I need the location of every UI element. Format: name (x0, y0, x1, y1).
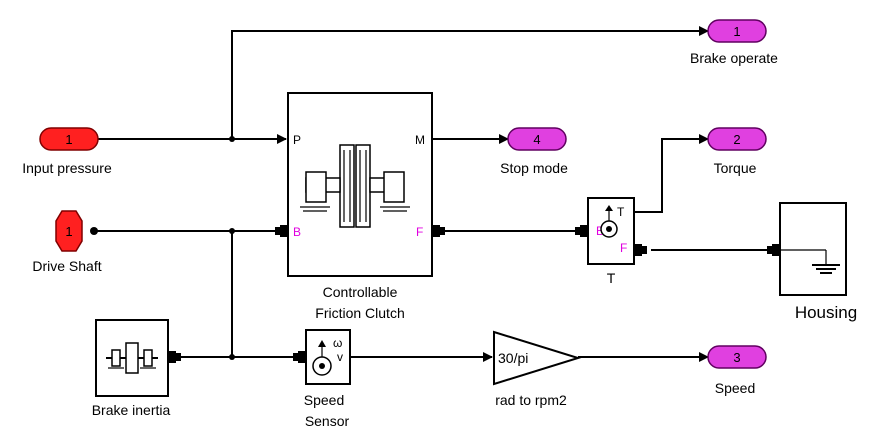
clutch-label-line2: Friction Clutch (315, 305, 404, 321)
inport-label: Drive Shaft (32, 258, 101, 274)
inport-label: Input pressure (22, 160, 112, 176)
clutch-block[interactable]: P M B F Controllable Friction Clutch (275, 92, 445, 321)
wire-to-torque-out[interactable] (634, 134, 709, 213)
outport-stop-mode[interactable]: 4 Stop mode (500, 127, 568, 176)
housing-block[interactable]: Housing (767, 202, 857, 322)
outport-label: Brake operate (690, 50, 778, 66)
clutch-label-line1: Controllable (323, 284, 398, 300)
speed-sensor-port-v-label: v (337, 350, 343, 364)
torque-sensor-label: T (607, 270, 616, 286)
speed-sensor-icon: ω v (312, 336, 343, 376)
brake-inertia-block[interactable]: Brake inertia (92, 319, 181, 418)
inport-oval[interactable] (39, 127, 99, 151)
torque-sensor-port-t-label: T (617, 205, 625, 219)
outport-label: Stop mode (500, 160, 568, 176)
outport-number: 1 (733, 24, 740, 39)
speed-sensor-port-connector[interactable] (293, 351, 306, 363)
outport-oval[interactable] (707, 127, 767, 151)
gain-label: rad to rpm2 (495, 392, 567, 408)
speed-sensor-port-w-label: ω (333, 336, 342, 350)
speed-sensor-box[interactable] (305, 329, 351, 385)
speed-sensor-label-line1: Speed (304, 392, 344, 408)
branch-point (229, 228, 235, 234)
wires (95, 26, 770, 362)
connection-port-hexagon[interactable] (55, 210, 83, 252)
torque-sensor-icon: T (600, 205, 625, 238)
clutch-icon (300, 144, 410, 228)
outport-oval[interactable] (707, 19, 767, 43)
clutch-port-m-label: M (415, 133, 425, 147)
outport-label: Speed (715, 380, 755, 396)
speed-sensor-block[interactable]: ω v Speed Sensor (293, 329, 351, 429)
outport-number: 2 (733, 132, 740, 147)
gain-block[interactable]: 30/pi rad to rpm2 (493, 330, 582, 408)
torque-sensor-block[interactable]: B F T T (575, 197, 647, 286)
gain-value: 30/pi (498, 350, 528, 366)
outport-brake-operate[interactable]: 1 Brake operate (690, 19, 778, 66)
housing-port-connector[interactable] (767, 244, 780, 256)
inport-number: 1 (65, 132, 72, 147)
brake-inertia-port-connector[interactable] (168, 351, 181, 363)
inport-input-pressure[interactable]: 1 Input pressure (22, 127, 112, 176)
port-dot (90, 227, 98, 235)
torque-sensor-port-b-connector[interactable] (575, 225, 588, 237)
gain-triangle[interactable] (493, 330, 582, 386)
clutch-port-p-label: P (293, 133, 301, 147)
inport-drive-shaft[interactable]: 1 Drive Shaft (32, 210, 102, 274)
outport-number: 4 (533, 132, 540, 147)
outport-label: Torque (714, 160, 757, 176)
branch-point (229, 136, 235, 142)
outport-speed[interactable]: 3 Speed (707, 345, 767, 396)
wire-to-brake-operate[interactable] (231, 26, 709, 139)
clutch-port-b-connector[interactable] (275, 225, 288, 237)
clutch-port-f-label: F (416, 225, 423, 239)
torque-sensor-port-f-label: F (620, 241, 627, 255)
ground-icon (780, 249, 840, 274)
housing-box[interactable] (779, 202, 847, 296)
torque-sensor-port-b-label: B (596, 224, 604, 238)
torque-sensor-port-f-connector[interactable] (634, 244, 647, 256)
clutch-port-f-connector[interactable] (432, 225, 445, 237)
housing-label: Housing (795, 303, 857, 322)
inertia-icon (106, 342, 158, 374)
brake-inertia-label: Brake inertia (92, 402, 171, 418)
inport-number: 1 (65, 224, 72, 239)
speed-sensor-label-line2: Sensor (305, 413, 350, 429)
outport-torque[interactable]: 2 Torque (707, 127, 767, 176)
clutch-port-b-label: B (293, 225, 301, 239)
outport-number: 3 (733, 350, 740, 365)
outport-oval[interactable] (507, 127, 567, 151)
outport-oval[interactable] (707, 345, 767, 369)
